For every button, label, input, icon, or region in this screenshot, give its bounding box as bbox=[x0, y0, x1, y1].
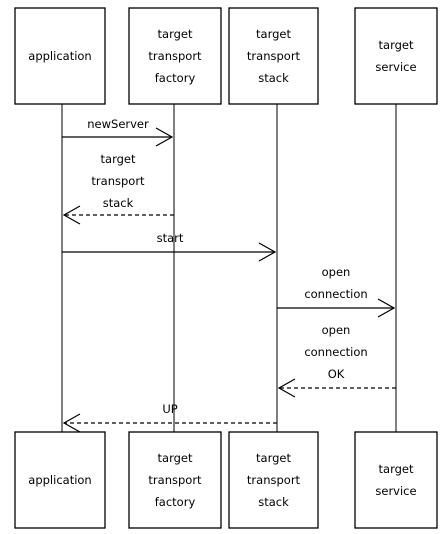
message-0: newServer bbox=[62, 117, 174, 147]
participant-label: transport bbox=[148, 473, 202, 487]
participant-label: service bbox=[375, 484, 416, 498]
participant-service-top: target service bbox=[354, 7, 438, 105]
participant-box bbox=[354, 431, 438, 529]
message-label: transport bbox=[91, 174, 145, 188]
participant-label: target bbox=[158, 27, 193, 41]
participant-box bbox=[228, 7, 319, 105]
message-label: OK bbox=[328, 367, 345, 381]
participant-app-bottom: application bbox=[14, 431, 106, 529]
participant-box bbox=[128, 7, 222, 105]
participant-label: stack bbox=[258, 71, 289, 85]
message-3: open connection bbox=[277, 265, 396, 318]
participant-box bbox=[14, 431, 106, 529]
participant-label: stack bbox=[258, 495, 289, 509]
arrowhead bbox=[377, 298, 396, 318]
message-label: open bbox=[322, 323, 351, 337]
participant-label: transport bbox=[247, 473, 301, 487]
participant-box bbox=[14, 7, 106, 105]
participant-label: target bbox=[256, 451, 291, 465]
participant-label: transport bbox=[148, 49, 202, 63]
arrowhead bbox=[277, 378, 296, 398]
message-1: target transport stack bbox=[62, 152, 174, 225]
arrowhead bbox=[62, 205, 81, 225]
message-2: start bbox=[62, 231, 277, 262]
message-label: newServer bbox=[87, 117, 149, 131]
participant-factory-top: target transport factory bbox=[128, 7, 222, 105]
participant-stack-top: target transport stack bbox=[228, 7, 319, 105]
message-label: connection bbox=[304, 345, 367, 359]
participant-label: service bbox=[375, 60, 416, 74]
message-label: open bbox=[322, 265, 351, 279]
participant-label: transport bbox=[247, 49, 301, 63]
message-5: UP bbox=[62, 402, 277, 433]
participant-label: application bbox=[28, 49, 91, 63]
arrowhead bbox=[258, 242, 277, 262]
participant-label: target bbox=[379, 462, 414, 476]
participant-box bbox=[228, 431, 319, 529]
participant-app-top: application bbox=[14, 7, 106, 105]
participant-box bbox=[354, 7, 438, 105]
arrowhead bbox=[155, 127, 174, 147]
participant-factory-bottom: target transport factory bbox=[128, 431, 222, 529]
message-label: UP bbox=[162, 402, 177, 416]
participant-label: target bbox=[256, 27, 291, 41]
participant-service-bottom: target service bbox=[354, 431, 438, 529]
message-label: start bbox=[157, 231, 184, 245]
participant-box bbox=[128, 431, 222, 529]
participant-label: application bbox=[28, 473, 91, 487]
message-label: target bbox=[101, 152, 136, 166]
participant-stack-bottom: target transport stack bbox=[228, 431, 319, 529]
arrowhead bbox=[62, 413, 81, 433]
participant-label: factory bbox=[155, 71, 196, 85]
participant-label: target bbox=[379, 38, 414, 52]
participant-label: target bbox=[158, 451, 193, 465]
message-label: connection bbox=[304, 287, 367, 301]
participant-label: factory bbox=[155, 495, 196, 509]
message-label: stack bbox=[103, 196, 134, 210]
